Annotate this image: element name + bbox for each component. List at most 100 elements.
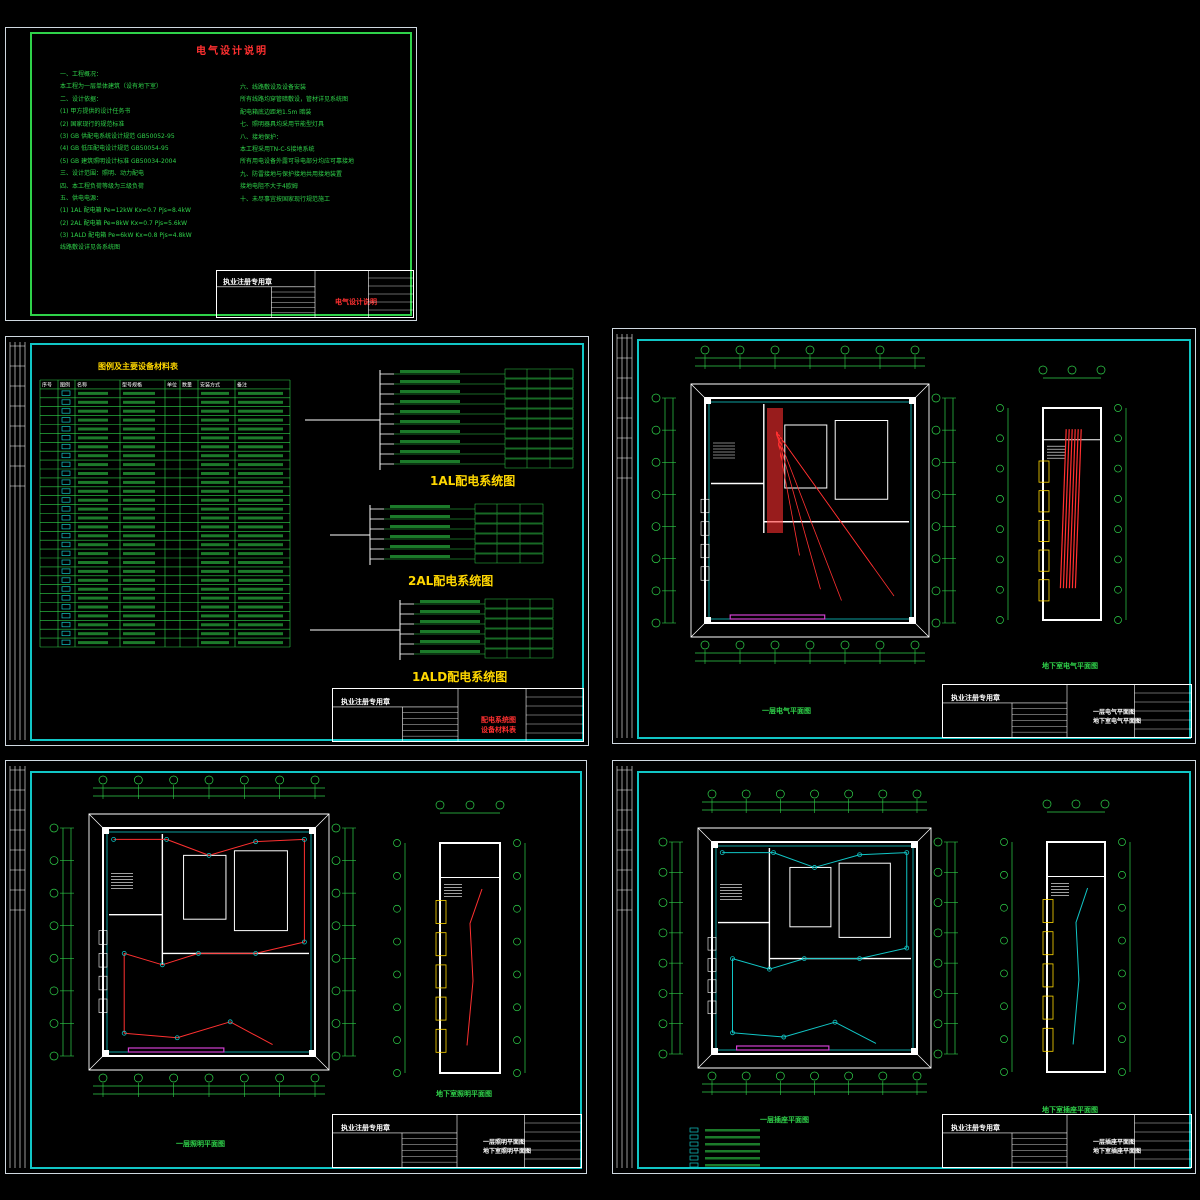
axis-bubble xyxy=(933,867,943,877)
table-header-cell: 单位 xyxy=(167,382,177,389)
legend-symbol xyxy=(61,452,71,459)
basement-window xyxy=(435,932,447,957)
axis-bubble xyxy=(658,867,668,877)
sheet-inner-frame xyxy=(30,343,584,741)
table-cell-text xyxy=(123,614,155,618)
axis-bubble xyxy=(1114,404,1122,412)
note-line: 接地电阻不大于4欧姆 xyxy=(240,183,298,191)
axis-bubble xyxy=(651,554,661,564)
table-cell-text xyxy=(78,641,108,645)
table-cell-text xyxy=(123,578,155,582)
axis-bubble xyxy=(933,1019,943,1029)
sheet-socket-plans[interactable] xyxy=(612,760,1196,1174)
legend-symbol xyxy=(61,524,71,530)
axis-bubble xyxy=(1118,903,1126,912)
table-cell-text xyxy=(238,427,283,431)
axis-bubble xyxy=(1118,871,1126,879)
fixture-symbol xyxy=(253,951,259,956)
axis-bubble xyxy=(735,345,745,355)
wiring-run xyxy=(859,947,907,960)
table-cell-text xyxy=(201,516,229,520)
roof-hip xyxy=(88,1055,104,1071)
axis-bubble xyxy=(996,525,1004,533)
column xyxy=(911,1048,917,1054)
axis-bubble xyxy=(275,775,285,785)
axis-bubble xyxy=(996,555,1004,564)
note-line: (5) GB 建筑照明设计标准 GB50034-2004 xyxy=(60,157,177,165)
table-cell-text xyxy=(238,489,283,493)
exterior-wall xyxy=(711,841,918,1055)
legend-symbol xyxy=(61,417,71,423)
table-cell-text xyxy=(123,391,155,395)
sheet-design-notes[interactable] xyxy=(5,27,417,321)
wiring-run xyxy=(166,838,210,856)
axis-bubble xyxy=(658,837,668,847)
fixture-symbol xyxy=(781,1034,787,1040)
fixture-symbol xyxy=(121,1030,127,1036)
table-cell-text xyxy=(78,552,108,556)
sheet-inner-frame xyxy=(30,771,582,1169)
table-cell-text xyxy=(123,489,155,493)
sheet-electrical-plans[interactable] xyxy=(612,328,1196,744)
legend-symbol xyxy=(689,1127,699,1133)
interior-room xyxy=(233,850,288,932)
fixture-symbol xyxy=(857,956,862,961)
title-block-drawing-name: 一层照明平面图 地下室照明平面图 xyxy=(483,1139,532,1155)
axis-bubble xyxy=(707,789,717,799)
branch-label xyxy=(420,620,480,623)
table-cell-text xyxy=(123,525,155,529)
branch-label xyxy=(400,380,460,383)
wiring-run xyxy=(466,888,483,1046)
basement-wall xyxy=(439,842,501,1074)
fixture-symbol xyxy=(832,1019,838,1025)
axis-bubble xyxy=(49,856,59,865)
table-cell-text xyxy=(201,578,229,582)
table-cell-text xyxy=(238,436,283,440)
branch-label xyxy=(420,650,480,653)
axis-bubble xyxy=(393,1003,401,1012)
legend-text xyxy=(705,1143,760,1146)
table-cell-text xyxy=(123,472,155,475)
axis-bubble xyxy=(1118,838,1126,846)
sheet-lighting-plans[interactable] xyxy=(5,760,587,1174)
plan-label-basement-socket: 地下室插座平面图 xyxy=(1042,1106,1098,1114)
note-line: 十、未尽事宜按国家现行规范施工 xyxy=(240,195,331,203)
table-cell-text xyxy=(238,498,283,502)
fixture-symbol xyxy=(812,865,817,870)
wiring-run xyxy=(255,941,305,954)
axis-bubble xyxy=(513,1003,521,1012)
axis-bubble xyxy=(1114,585,1122,594)
axis-bubble xyxy=(658,958,668,968)
axis-bubble xyxy=(810,789,819,799)
axis-bubble xyxy=(331,823,341,833)
table-cell-text xyxy=(238,391,283,395)
table-cell-text xyxy=(123,543,155,547)
legend-symbol xyxy=(61,630,71,637)
legend-symbol xyxy=(61,435,71,441)
fixture-symbol xyxy=(801,956,807,961)
axis-bubble xyxy=(658,1019,668,1029)
branch-label xyxy=(400,390,460,393)
axis-bubble xyxy=(513,839,521,847)
axis-bubble xyxy=(98,1073,108,1083)
fixture-symbol xyxy=(159,962,165,968)
column xyxy=(712,1048,718,1054)
branch-label xyxy=(390,545,450,548)
fixture-symbol xyxy=(904,945,910,951)
table-cell-text xyxy=(123,409,155,413)
fixture-symbol xyxy=(904,850,910,855)
fixture-symbol xyxy=(121,951,127,956)
table-cell-text xyxy=(201,418,229,422)
design-notes-title: 电气设计说明 xyxy=(196,46,268,57)
exterior-wall xyxy=(102,827,316,1057)
table-cell-text xyxy=(238,552,283,556)
axis-bubble xyxy=(844,789,854,799)
sheet-systems[interactable] xyxy=(5,336,589,746)
axis-bubble xyxy=(775,789,785,799)
column xyxy=(103,828,109,834)
axis-bubble xyxy=(49,953,59,963)
interior-room xyxy=(789,866,832,928)
fixture-symbol xyxy=(730,1030,735,1036)
table-cell-text xyxy=(123,632,155,636)
wiring-run xyxy=(1062,429,1070,589)
